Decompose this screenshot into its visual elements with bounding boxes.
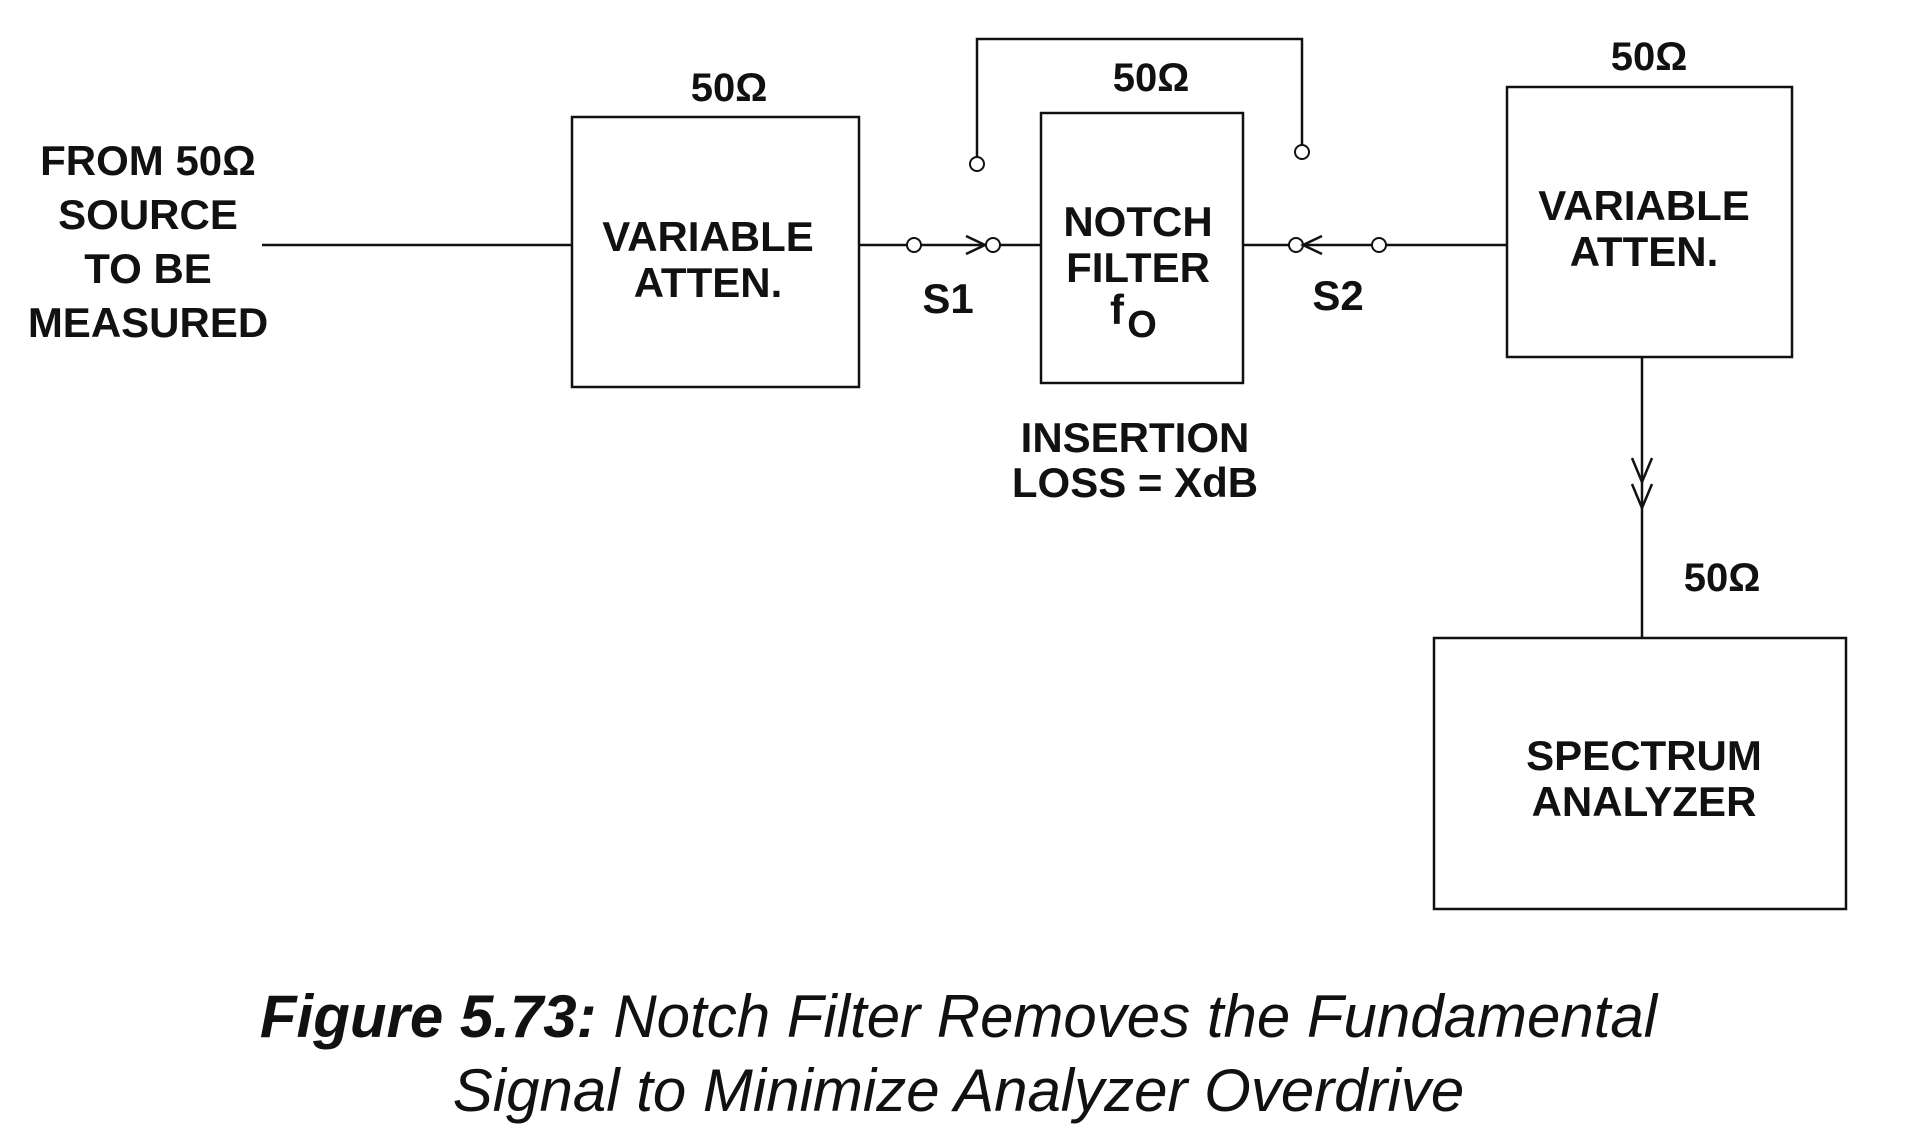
atten1-label-line-2: ATTEN. [634,259,783,306]
s2-arrow-icon [1300,234,1323,256]
switch-s2: S2 [1288,144,1387,319]
down-arrow-icon-1 [1630,457,1654,486]
insertion-loss-line-1: INSERTION [1021,414,1250,461]
analyzer-label-line-1: SPECTRUM [1526,732,1762,779]
figure-caption: Figure 5.73: Notch Filter Removes the Fu… [0,980,1917,1128]
analyzer-label-line-2: ANALYZER [1532,778,1757,825]
atten2-block: 50Ω VARIABLE ATTEN. [1505,35,1794,359]
s1-label: S1 [922,275,973,322]
s1-bypass-terminal [969,156,985,172]
caption-title-part-1: Notch Filter Removes the Fundamental [596,983,1658,1050]
s1-common-terminal [906,237,922,253]
insertion-loss-line-2: LOSS = XdB [1012,459,1258,506]
source-label-line-1: FROM 50Ω [40,137,256,184]
insertion-loss-label: INSERTION LOSS = XdB [1012,414,1258,506]
source-label: FROM 50Ω SOURCE TO BE MEASURED [28,137,268,346]
s2-label: S2 [1312,272,1363,319]
switch-s1: S1 [906,156,1001,322]
notch-freq-subscript: O [1127,304,1157,346]
atten2-label-line-1: VARIABLE [1538,182,1750,229]
analyzer-impedance: 50Ω [1684,556,1761,600]
notch-box [1039,111,1245,385]
s1-notch-terminal [985,237,1001,253]
atten2-box [1505,85,1794,359]
caption-line-1: Figure 5.73: Notch Filter Removes the Fu… [0,980,1917,1054]
atten1-label-line-1: VARIABLE [602,213,814,260]
analyzer-block: 50Ω SPECTRUM ANALYZER [1432,556,1848,911]
s2-bypass-terminal [1294,144,1310,160]
s2-common-terminal [1371,237,1387,253]
notch-label-line-1: NOTCH [1063,198,1212,245]
bypass-wire [975,37,1304,157]
analyzer-box [1432,636,1848,911]
source-label-line-2: SOURCE [58,191,238,238]
source-label-line-4: MEASURED [28,299,268,346]
atten1-block: 50Ω VARIABLE ATTEN. [570,66,861,389]
caption-line-2: Signal to Minimize Analyzer Overdrive [452,1057,1465,1124]
notch-impedance: 50Ω [1113,56,1190,100]
notch-freq-symbol: f [1110,286,1125,333]
atten2-impedance: 50Ω [1611,35,1688,79]
atten1-box [570,115,861,389]
source-label-line-3: TO BE [84,245,212,292]
block-diagram: FROM 50Ω SOURCE TO BE MEASURED 50Ω VARIA… [28,35,1848,911]
figure-number: Figure 5.73: [259,983,597,1050]
atten2-label-line-2: ATTEN. [1570,228,1719,275]
down-arrow-icon-2 [1630,483,1654,512]
atten1-impedance: 50Ω [691,66,768,110]
notch-label-line-2: FILTER [1066,244,1210,291]
notch-filter-block: 50Ω NOTCH FILTER f O [1039,56,1245,385]
